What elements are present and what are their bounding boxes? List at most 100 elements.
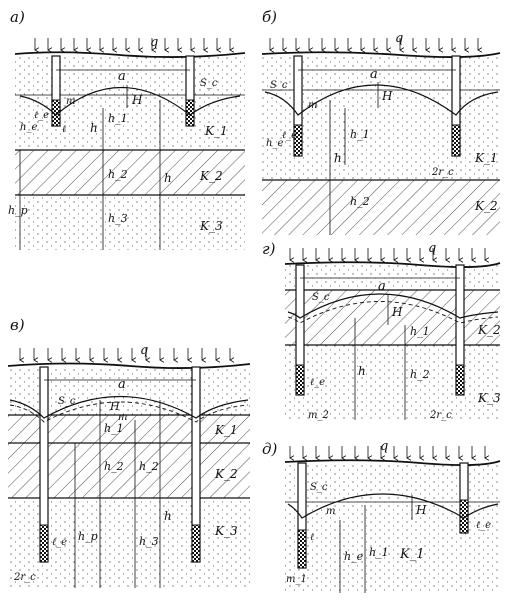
- infiltration-label-d: q: [380, 439, 388, 454]
- panel-v: в) q: [7, 316, 251, 588]
- panel-d-label: д): [262, 440, 278, 458]
- well-screen-left-g: [295, 364, 305, 396]
- k2-label-v: K_2: [214, 467, 238, 481]
- m1-label-d: m_1: [286, 574, 307, 585]
- rain-arrows-d: [290, 446, 485, 458]
- H-label-a: H: [131, 93, 143, 107]
- radius-label-g: 2r_c: [429, 410, 452, 421]
- radius-label-v: 2r_c: [13, 572, 36, 583]
- l-label-d: ℓ: [310, 532, 314, 543]
- h1-label-a: h_1: [108, 112, 128, 125]
- h-label-a-1: h: [90, 121, 98, 135]
- sc-label-g: S_c: [312, 292, 330, 303]
- sc-label-v: S_c: [58, 396, 76, 407]
- h3-label-v: h_3: [139, 535, 159, 548]
- m-label-v: m: [118, 412, 127, 423]
- le-label-d: ℓ_e: [476, 520, 491, 531]
- k3-label-v: K_3: [214, 524, 238, 538]
- panel-v-label: в): [10, 316, 25, 334]
- sc-label-d: S_c: [310, 482, 328, 493]
- infiltration-label-v: q: [140, 343, 148, 358]
- depression-curve-d: [287, 493, 499, 519]
- hp-label-a: h_p: [8, 204, 28, 217]
- rain-arrows-a: [35, 38, 230, 50]
- radius-label-b: 2r_c: [431, 167, 454, 178]
- h1-label-v: h_1: [104, 422, 124, 435]
- H-label-g: H: [391, 305, 403, 319]
- k2-label-b: K_2: [474, 199, 498, 213]
- h2-label-v-2: h_2: [139, 460, 159, 473]
- rain-arrows-v: [20, 348, 230, 360]
- well-screen-right-b: [451, 124, 461, 157]
- well-screen-right-a: [185, 99, 195, 127]
- well-screen-left-d: [297, 529, 307, 569]
- k3-label-g: K_3: [477, 391, 501, 405]
- k2-label-g: K_2: [477, 323, 501, 337]
- rain-arrows-g: [290, 248, 485, 260]
- depression-curve-g: [287, 293, 499, 319]
- H-label-b: H: [381, 89, 393, 103]
- sc-label-b: S_c: [270, 80, 288, 91]
- m2-label-g: m_2: [308, 410, 329, 421]
- panel-b-label: б): [262, 8, 277, 26]
- panel-d: д) q S_c H m: [262, 439, 501, 593]
- he-label-b: h_e: [266, 138, 283, 149]
- k3-label-a: K_3: [199, 219, 223, 233]
- sc-label-a: S_c: [200, 78, 218, 89]
- l-label-a: ℓ: [62, 124, 66, 135]
- rain-arrows-b: [270, 38, 478, 50]
- panel-g: г) q: [262, 240, 501, 421]
- well-screen-left-v: [39, 524, 49, 563]
- soil-k2-b: [262, 180, 500, 235]
- h1-label-b: h_1: [350, 128, 370, 141]
- infiltration-label-g: q: [428, 241, 436, 256]
- le-label-v: ℓ_e: [52, 537, 67, 548]
- well-screen-left-a: [51, 99, 61, 127]
- he-label-d: h_e: [344, 550, 364, 563]
- panel-a-label: а): [10, 8, 25, 26]
- infiltration-label-a: q: [150, 35, 158, 50]
- m-label-d: m: [326, 506, 335, 517]
- h1-label-g: h_1: [410, 325, 430, 338]
- le-label-a: ℓ_e: [34, 110, 49, 121]
- m-label-b: m: [308, 100, 317, 111]
- panel-a: а) q: [8, 8, 246, 250]
- m-label-a: m: [66, 96, 75, 107]
- panel-g-label: г): [262, 240, 276, 258]
- le-label-g: ℓ_e: [310, 377, 325, 388]
- depression-curve-v: [9, 396, 249, 419]
- k1-label-v: K_1: [214, 423, 238, 437]
- le-label-b: ℓ_e: [282, 130, 297, 141]
- H-label-d: H: [415, 503, 427, 517]
- h1-label-d: h_1: [369, 546, 389, 559]
- well-screen-left-b: [293, 124, 303, 157]
- well-screen-right-g: [455, 364, 465, 396]
- h-label-b: h: [334, 151, 342, 165]
- h3-label-a: h_3: [108, 212, 128, 225]
- spacing-label-g: a: [378, 279, 386, 294]
- h-label-g: h: [358, 364, 366, 378]
- well-screen-right-v: [191, 524, 201, 563]
- well-screen-right-d: [459, 499, 469, 534]
- k1-label-a: K_1: [204, 124, 228, 138]
- spacing-label-b: a: [370, 67, 378, 82]
- h2-label-g: h_2: [410, 368, 430, 381]
- h2-label-b: h_2: [350, 195, 370, 208]
- h-label-v: h: [164, 509, 172, 523]
- soil-k3-a: [15, 195, 245, 250]
- spacing-label-v: a: [118, 377, 126, 392]
- k1-label-d: K_1: [399, 547, 424, 562]
- H-label-v: H: [109, 400, 120, 413]
- he-label-a: h_e: [20, 122, 37, 133]
- infiltration-label-b: q: [395, 31, 403, 46]
- hp-label-v: h_p: [78, 530, 98, 543]
- k1-label-b: K_1: [474, 151, 498, 165]
- soil-k2-a: [15, 150, 245, 195]
- depression-curve-a: [19, 87, 241, 116]
- spacing-label-a: a: [118, 69, 126, 84]
- panel-b: б) q a: [261, 8, 501, 235]
- h2-label-v: h_2: [104, 460, 124, 473]
- h-label-a-2: h: [164, 171, 172, 185]
